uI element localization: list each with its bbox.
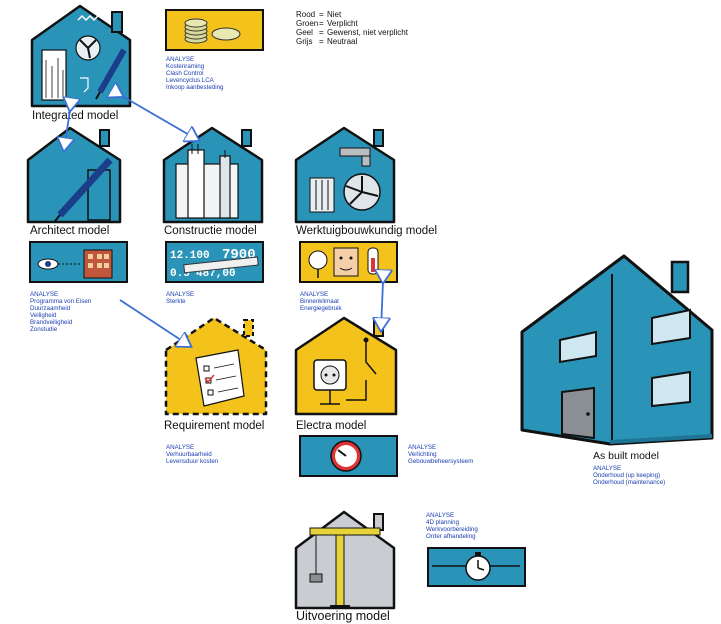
architect-model-title: Architect model [30, 225, 109, 237]
fan-icon [343, 173, 381, 211]
svg-text:=: = [319, 37, 324, 46]
electra-analysis-item: Gebouwbeheersysteem [408, 458, 473, 465]
gauge-icon [330, 440, 362, 472]
constructie-analysis-header: ANALYSE [166, 291, 194, 298]
electra-house-icon [294, 316, 398, 416]
coins-icon [184, 18, 241, 44]
stopwatch-icon [465, 552, 491, 581]
electra-analysis-item: Verlichting [408, 451, 437, 458]
uitvoering-analysis-item: Werkvoorbereiding [426, 526, 478, 533]
arrow-integrated-architect [64, 110, 70, 150]
legend-value-rood: Niet [327, 10, 342, 19]
architect-analysis-item: Duurzaamheid [30, 305, 71, 312]
constructie-analysis-panel: 12.100 7900 0.5 487,00 [165, 241, 264, 283]
legend-value-geel: Gewenst, niet verplicht [327, 28, 409, 37]
requirement-analysis-item: Verhuurbaarheid [166, 451, 212, 458]
constructie-house-icon [162, 126, 264, 224]
legend-key-grijs: Grijs [296, 37, 312, 46]
uitvoering-house-icon [294, 510, 396, 610]
integrated-analysis-item: Inkoop aanbesteding [166, 84, 224, 91]
requirement-model-title: Requirement model [164, 420, 264, 432]
uitvoering-analysis-panel [427, 547, 526, 587]
werktuig-house-icon [294, 126, 396, 224]
werktuig-analysis-panel [299, 241, 398, 283]
crane-icon [309, 527, 381, 607]
legend-key-geel: Geel [296, 28, 313, 37]
legend: Rood = Niet Groen = Verplicht Geel = Gew… [296, 10, 409, 46]
architect-analysis-header: ANALYSE [30, 291, 58, 298]
integrated-analysis-panel [165, 9, 264, 51]
requirement-analysis-item: Levensduur kosten [166, 458, 219, 465]
uitvoering-analysis-item: 4D planning [426, 519, 460, 526]
architect-analysis-item: Zonstudie [30, 326, 58, 333]
ruler-icon [183, 256, 259, 274]
asbuilt-analysis-header: ANALYSE [593, 465, 621, 472]
werktuig-analysis-header: ANALYSE [300, 291, 328, 298]
checklist-icon [195, 349, 245, 407]
svg-text:=: = [319, 19, 324, 28]
integrated-analysis-header: ANALYSE [166, 56, 194, 63]
electra-analysis-panel [299, 435, 398, 477]
svg-text:=: = [319, 28, 324, 37]
fan-icon [308, 250, 328, 278]
integrated-analysis-item: Kostenraming [166, 63, 205, 70]
integrated-analysis-item: Levencyclus LCA [166, 77, 215, 84]
constructie-analysis-item: Sterkte [166, 298, 186, 305]
tap-icon [339, 147, 371, 167]
asbuilt-analysis-item: Onderhoud (maintenance) [593, 479, 665, 486]
electra-analysis-header: ANALYSE [408, 444, 436, 451]
integrated-model-title: Integrated model [32, 110, 118, 122]
flow-arrows [64, 96, 383, 346]
face-icon [333, 247, 359, 277]
architect-analysis-item: Programma von Eisen [30, 298, 92, 305]
legend-key-groen: Groen [296, 19, 318, 28]
uitvoering-analysis-item: Order afhandeling [426, 533, 476, 540]
legend-key-rood: Rood [296, 10, 315, 19]
werktuig-analysis-item: Binnenklimaat [300, 298, 339, 305]
architect-house-icon [26, 126, 122, 224]
radiator-icon [309, 177, 335, 213]
arrow-integrated-constructie [122, 96, 198, 140]
architect-analysis-item: Brandveiligheid [30, 319, 73, 326]
uitvoering-model-title: Uitvoering model [296, 609, 390, 623]
integrated-analysis-item: Clash Control [166, 70, 204, 77]
eye-icon [37, 258, 59, 270]
constructie-model-title: Constructie model [164, 225, 257, 237]
electra-model-title: Electra model [296, 420, 366, 432]
uitvoering-analysis-header: ANALYSE [426, 512, 454, 519]
thermometer-icon [367, 247, 379, 275]
asbuilt-analysis-item: Onderhoud (up keeping) [593, 472, 660, 479]
legend-value-grijs: Neutraal [327, 37, 357, 46]
requirement-house-icon [164, 316, 268, 416]
werktuig-analysis-item: Energiegebruik [300, 305, 343, 312]
arrow-werktuig-electra [381, 282, 383, 330]
requirement-analysis-header: ANALYSE [166, 444, 194, 451]
building-icon [83, 249, 113, 279]
legend-value-groen: Verplicht [327, 19, 358, 28]
asbuilt-model-title: As built model [593, 450, 659, 462]
arrow-architect-requirement [119, 299, 190, 346]
werktuig-model-title: Werktuigbouwkundig model [296, 225, 437, 237]
constructie-panel-number: 12.100 [170, 250, 210, 262]
asbuilt-house-icon [520, 254, 714, 446]
integrated-house-icon [30, 4, 132, 108]
svg-text:=: = [319, 10, 324, 19]
socket-icon [313, 359, 347, 391]
architect-analysis-item: Veiligheid [30, 312, 57, 319]
architect-analysis-panel [29, 241, 128, 283]
